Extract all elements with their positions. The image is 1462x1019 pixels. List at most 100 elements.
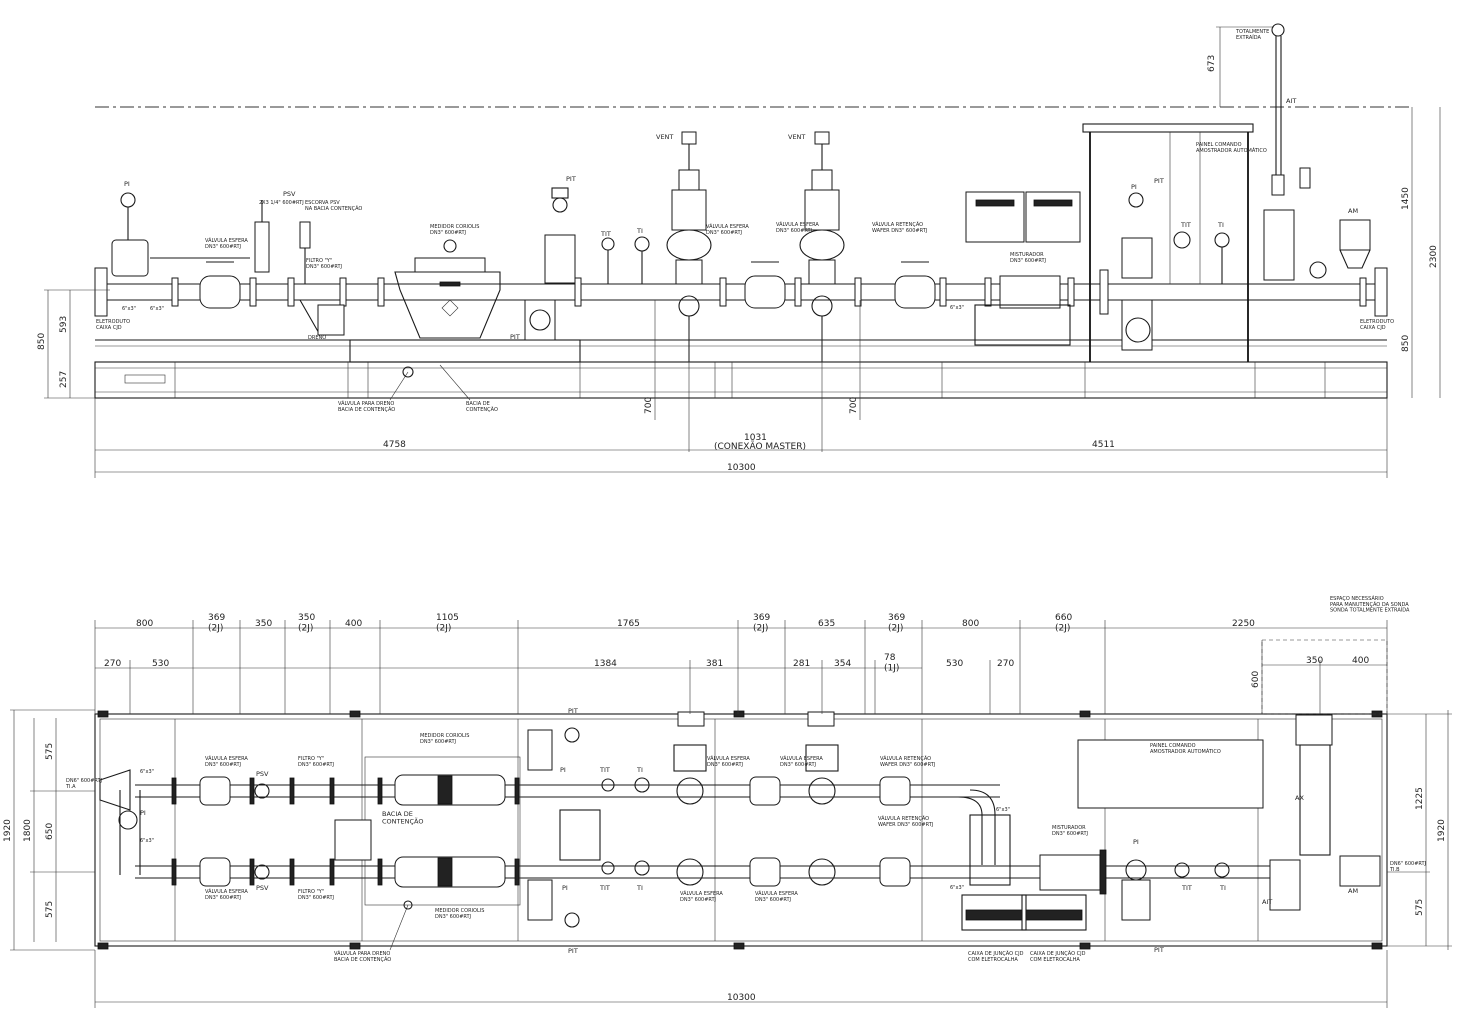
plan-dims-left: 1920 1800 575 650 575 [3,709,95,951]
lift-lugs [97,710,1383,950]
dim-row1-12: 2250 [1232,619,1255,629]
dim-row2-6: 78(1J) [884,653,899,673]
outlet-flange [1374,267,1388,317]
tag-reducer-2: 6"x3" [150,306,164,312]
tag-filtro-bot: FILTRO "Y"DN3" 600#RTJ [298,889,334,901]
plan-ball-valves [199,711,911,887]
dim-row1-9: 369(2J) [888,613,905,633]
sampler-panel-frame [1082,123,1254,362]
plan-dims-bottom: 10300 [94,950,1388,1008]
tag-psv-spec: 2X3 1/4" 600#RTJ [259,200,304,206]
dim-row2-1: 530 [152,659,169,669]
tag-pit-low: PIT [510,333,520,341]
tag-ti-top: TI [636,766,643,774]
dim-left-1920: 1920 [3,819,13,842]
tag-vent-2: VENT [788,133,805,141]
pit-cluster-plan [527,727,650,928]
dim-673: 673 [1207,55,1217,72]
dim-row1-11: 660(2J) [1055,613,1072,633]
tag-pi-left: PI [124,180,130,188]
tag-am: AM [1348,207,1358,215]
tag-pi: PI [140,809,146,817]
pit-cluster-left [524,187,650,341]
flange-pairs [171,269,1367,315]
pressure-regulator-left [111,192,345,336]
dim-4511: 4511 [1092,440,1115,450]
dim-row1-3: 350(2J) [298,613,315,633]
tag-ait-plan: AIT [1262,898,1272,906]
tag-ait: AIT [1286,97,1296,105]
ball-valves-elevation [199,261,1061,309]
tag-pit-r: PIT [1154,946,1164,954]
tag-tit-right: TIT [1180,221,1191,229]
tag-psv-top: PSV [256,770,269,778]
plan-dims-top: 800 369(2J) 350 350(2J) 400 1105(2J) 176… [94,613,1388,715]
tag-pit-top: PIT [568,707,578,715]
dim-row1-0: 800 [136,619,153,629]
dim-850-right: 850 [1401,335,1411,352]
inlet-flange [94,267,108,317]
dim-row1-2: 350 [255,619,272,629]
tag-pit-right: PIT [1154,177,1164,185]
upper-meter-run [135,774,1000,806]
tag-ti-left: TI [636,227,643,235]
tag-pi-r: PI [1133,838,1139,846]
dim-1031: 1031 [744,433,767,443]
tag-tit-bot: TIT [599,884,610,892]
misturador-plan [1039,854,1101,891]
vent-tower-2 [799,131,845,362]
containment-basin [349,339,581,363]
tag-reducer-3: 6"x3" [950,305,964,311]
dim-row1-6: 1765 [617,619,640,629]
coriolis-meter-elevation [349,239,581,363]
dim-row1-7: 369(2J) [753,613,770,633]
dim-left-575-top: 575 [45,743,55,760]
dim-row1-1: 369(2J) [208,613,225,633]
dim-850-left: 850 [37,333,47,350]
dim-row1-10: 800 [962,619,979,629]
dim-593: 593 [59,316,69,333]
dim-row1-8: 635 [818,619,835,629]
dim-row2-2: 1384 [594,659,617,669]
dim-row1-5: 1105(2J) [436,613,459,633]
pressure-regulator-right [1121,192,1230,351]
inlet-header [99,769,141,875]
dim-row2-0: 270 [104,659,121,669]
dim-row2-8: 270 [997,659,1014,669]
tag-red-out: 6"x3" [996,807,1010,813]
dim-700-a: 700 [644,397,654,414]
tag-pit-left: PIT [566,175,576,183]
plan-dims-right: 1225 575 1920 [1387,710,1452,950]
dim-400: 400 [1352,656,1369,666]
tag-psv-bot: PSV [256,884,269,892]
dim-right-1225: 1225 [1415,787,1425,810]
tag-tit: TIT [599,766,610,774]
plan-flanges [171,777,1107,895]
tag-pi-mid: PI [560,766,566,774]
dim-600: 600 [1251,671,1261,688]
dim-left-650: 650 [45,823,55,840]
dim-right-1920: 1920 [1437,819,1447,842]
